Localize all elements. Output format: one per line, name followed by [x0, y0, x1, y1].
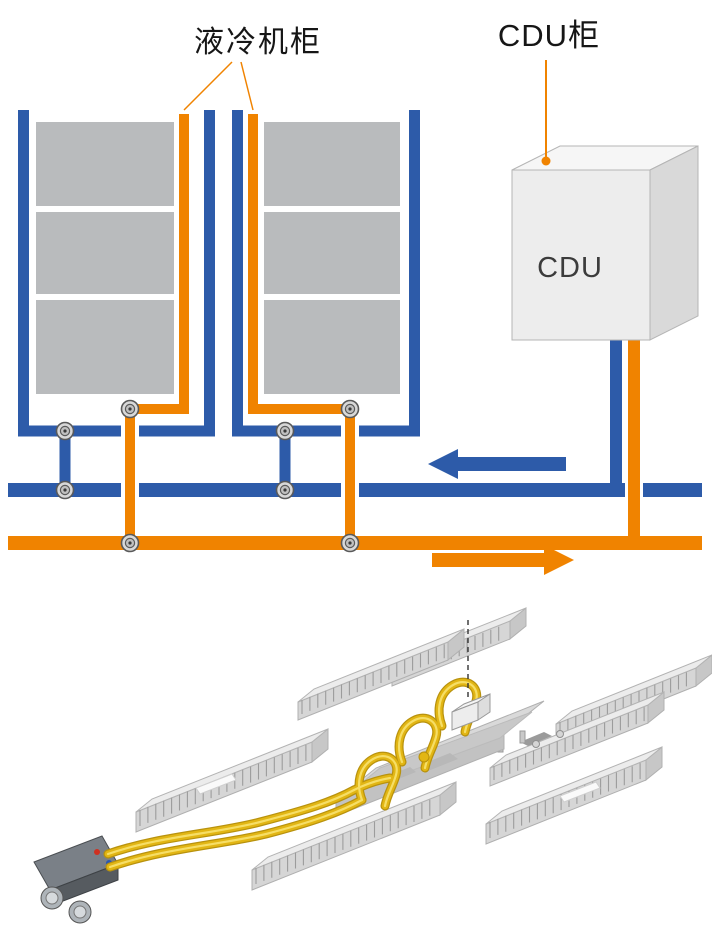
cold-plate-module [135, 727, 329, 833]
module-top-face [135, 728, 329, 813]
left-cabinet-panels [36, 122, 174, 394]
coupler-port-inner [73, 905, 87, 919]
server-panel [264, 122, 400, 206]
server-panel [36, 300, 174, 394]
cold-plate-illustration [33, 606, 712, 924]
supply-flow-arrow-icon [432, 545, 574, 575]
quick-coupling-icon [340, 533, 360, 553]
plug-front-face [451, 701, 479, 731]
cold-plate-module [251, 780, 457, 891]
cdu-box-side-face [649, 145, 699, 341]
cold-plate-module [489, 690, 665, 787]
right-cabinet-panels [264, 122, 400, 394]
cdu-box-label: CDU [537, 252, 603, 284]
quick-coupling-icon [120, 399, 140, 419]
quick-coupling-icon [55, 421, 75, 441]
quick-coupling-icon [275, 421, 295, 441]
callout-dot-icon [541, 156, 551, 166]
screw-icon [532, 740, 540, 748]
server-panel [36, 212, 174, 294]
server-panel [36, 122, 174, 206]
left-cabinet-orange-loop-pipe [125, 114, 189, 550]
quick-coupling-icon [340, 399, 360, 419]
right-cabinet-orange-loop-pipe [248, 114, 355, 550]
screw-icon [556, 730, 564, 738]
callout-line-left-cabinet [183, 61, 233, 111]
standoff-post [519, 730, 526, 744]
callouts: 液冷机柜 CDU柜 [183, 18, 600, 166]
server-panel [264, 212, 400, 294]
coupler-port-inner [45, 891, 59, 905]
module-top-face [297, 628, 465, 703]
cdu-box-front-face [511, 169, 651, 341]
quick-connector-assembly [33, 835, 119, 924]
liquid-cooling-cabinet-label: 液冷机柜 [194, 26, 322, 59]
module-top-face [251, 781, 457, 871]
quick-coupling-icon [120, 533, 140, 553]
cdu-box: CDU [511, 145, 699, 341]
heatsink-fins [255, 799, 431, 884]
cdu-orange-drop-pipe [628, 336, 640, 550]
callout-line-right-cabinet [240, 61, 254, 111]
left-cabinet-blue-loop-pipe [18, 110, 215, 437]
cold-plate-module [297, 627, 465, 721]
label-sticker [195, 773, 237, 795]
module-slot [520, 732, 552, 746]
module-top-face [489, 691, 665, 769]
insertion-guide [451, 620, 491, 731]
coolant-hoses [108, 682, 477, 867]
module-top-face [485, 746, 663, 825]
left-cabinet-blue-drop-pipe [59, 430, 71, 492]
heatsink-fins [559, 672, 687, 736]
cold-plate-module [485, 745, 663, 845]
cdu-cabinet-label: CDU柜 [498, 18, 600, 53]
cdu-blue-drop-pipe [610, 336, 622, 488]
return-flow-arrow-icon [428, 449, 566, 479]
heatsink-fins [493, 707, 645, 780]
right-cabinet-blue-drop-pipe [279, 430, 291, 492]
hose-fitting [418, 751, 430, 763]
module-top-face [555, 654, 712, 725]
server-panel [264, 300, 400, 394]
heatsink-fins [301, 644, 445, 714]
quick-coupling-icon [55, 480, 75, 500]
label-sticker [559, 781, 601, 803]
quick-coupling-icon [275, 480, 295, 500]
hot-mark-icon [94, 849, 100, 855]
piping-schematic: CDU 液冷机柜 CDU柜 [8, 18, 702, 575]
right-cabinet-blue-loop-pipe [232, 110, 420, 437]
